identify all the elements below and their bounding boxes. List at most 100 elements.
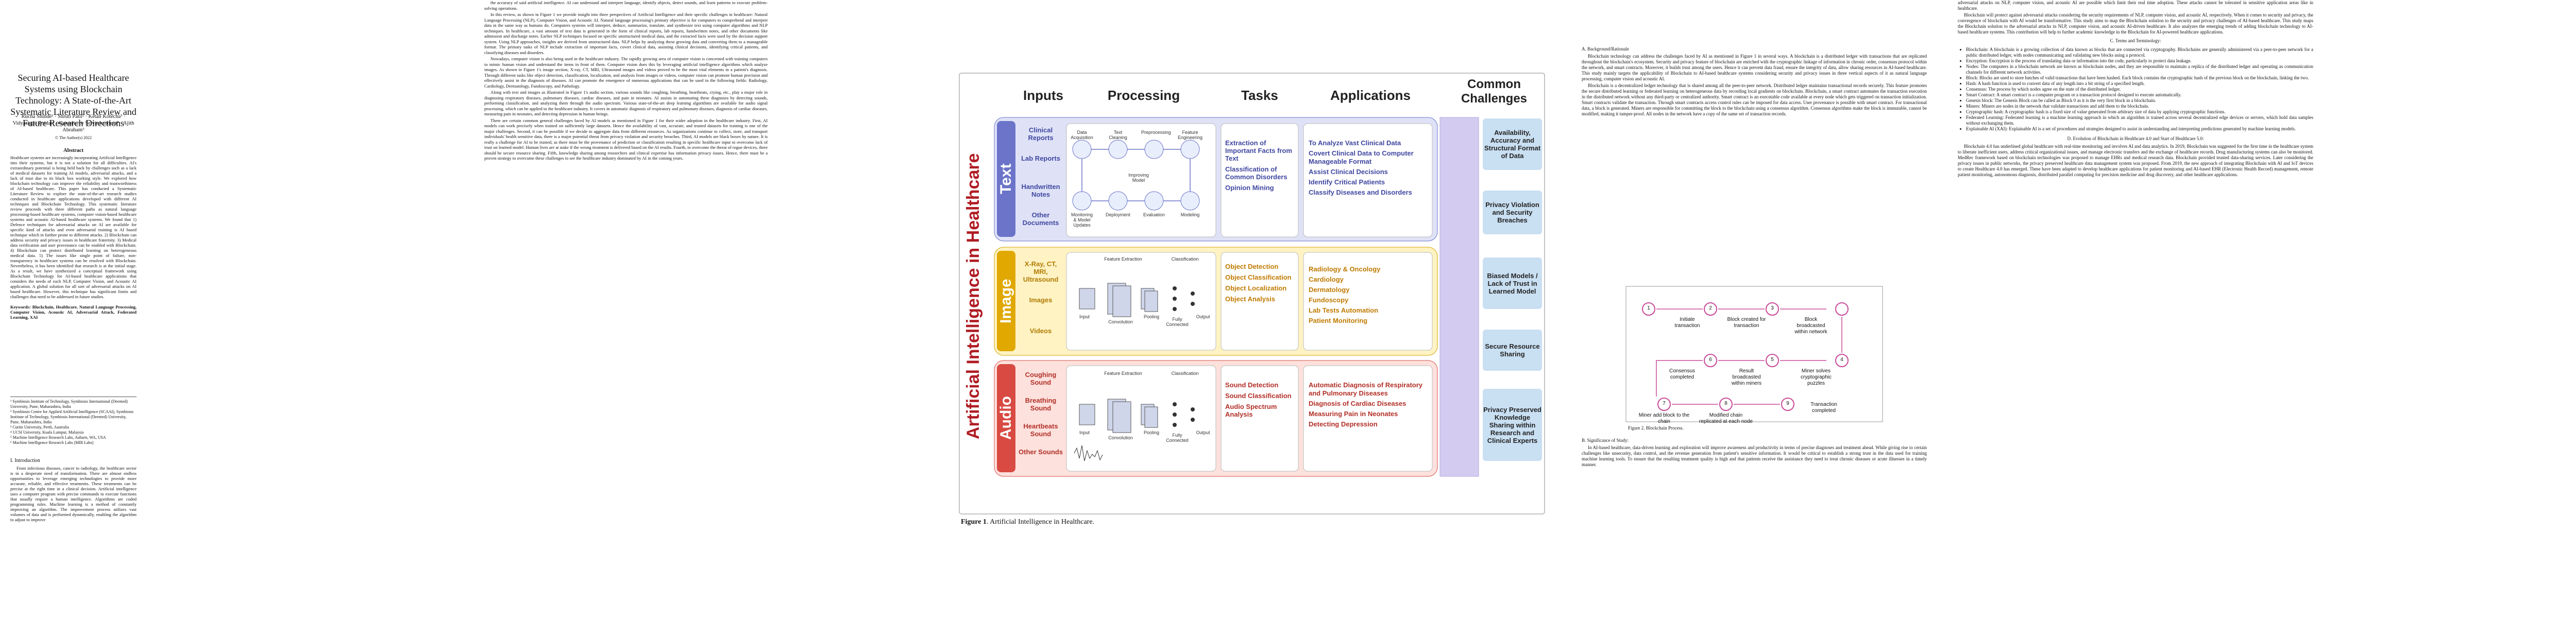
task-item: Object Detection [1225,263,1279,270]
task-item: Object Classification [1225,273,1292,281]
task-item: Sound Detection [1225,381,1279,389]
input-lab-reports: Lab Reports [1021,154,1060,162]
proc-label: Text Cleaning [1109,130,1127,140]
row-tag-image: Image [997,279,1014,323]
proc-label: Pooling [1143,314,1160,319]
task-item: Extraction of Important Facts from Text [1225,139,1293,162]
body-column-3: A. Background/Rationale Blockchain techn… [1582,46,1927,118]
introduction-section: I. Introduction From infectious diseases… [10,453,137,523]
subsection-b: B. Significance of Study: [1582,438,1629,443]
proc-label: Feature Extraction [1104,256,1142,262]
abstract-section: Abstract Healthcare systems are increasi… [10,144,137,320]
proc-label: Fully Connected [1166,317,1189,327]
copyright: © The Author(s) 2022 [55,135,92,140]
paragraph: adversarial attacks on NLP, computer vis… [1958,0,2313,11]
figure-2-caption: Figure 2. Blockchain Process. [1628,425,1684,431]
app-item: Covert Clinical Data to Computer Managea… [1309,149,1414,165]
proc-label: Improving Model [1128,173,1149,183]
body-column-4: adversarial attacks on NLP, computer vis… [1958,0,2313,179]
abstract-text: Healthcare systems are increasingly inco… [10,155,137,299]
challenge-bias: Biased Models / Lack of Trust in Learned… [1483,258,1542,309]
step-label: Modified chain replicated at each node [1699,413,1753,424]
proc-label: Feature Extraction [1104,371,1142,376]
footnotes: ¹ Symbiosis Institute of Technology, Sym… [10,397,137,445]
terms-list: Blockchain: A blockchain is a growing co… [1958,47,2313,132]
app-list-audio: Automatic Diagnosis of Respiratory and P… [1309,381,1430,428]
app-item: Automatic Diagnosis of Respiratory and P… [1309,381,1423,397]
task-list-text: Extraction of Important Facts from Text … [1225,139,1297,192]
subsection-d: D. Evolution of Blockchain in Healthcare… [2067,136,2204,141]
proc-label: Modeling [1180,212,1200,217]
app-item: Cardiology [1309,276,1344,283]
task-item: Audio Spectrum Analysis [1225,403,1277,418]
app-list-text: To Analyze Vast Clinical Data Covert Cli… [1309,139,1430,197]
task-item: Opinion Mining [1225,184,1274,192]
proc-label: Input [1079,314,1090,319]
paper-page-2: the accuracy of said artificial intellig… [479,0,2576,618]
footnote: ² Symbiosis Centre for Applied Artificia… [10,409,134,424]
caption-text: . Artificial Intelligence in Healthcare. [986,518,1095,526]
authors: Rucha Shinde¹ · Shruti Patil² · Ketan Ko… [12,114,134,133]
intro-heading: I. Introduction [10,458,40,464]
step-label: Transaction completed [1810,402,1837,414]
challenge-resource: Secure Resource Sharing [1483,330,1542,371]
proc-label: Classification [1171,371,1199,376]
step-num: 4 [1840,357,1843,363]
term-item: Genesis block: The Genesis Block can be … [1966,98,2313,104]
paragraph: the accuracy of said artificial intellig… [484,0,768,11]
abstract-heading: Abstract [63,148,84,153]
row-tag-audio: Audio [997,396,1014,440]
proc-label: Deployment [1105,212,1131,217]
step-label: Block created for transaction [1727,317,1766,329]
step-label: Initiate transaction [1674,317,1700,329]
term-item: Encryption: Encryption is the process of… [1966,58,2313,64]
term-item: Blockchain: A blockchain is a growing co… [1966,47,2313,58]
proc-label: Classification [1171,256,1199,262]
input-heartbeats-sound: Heartbeats Sound [1023,422,1058,438]
challenge-privacy: Privacy Violation and Security Breaches [1483,191,1542,234]
input-breathing-sound: Breathing Sound [1025,397,1057,412]
app-item: Lab Tests Automation [1309,306,1379,314]
app-item: Measuring Pain in Neonates [1309,410,1398,418]
step-num: 7 [1663,401,1666,406]
task-item: Object Localization [1225,284,1287,292]
challenge-data: Availability, Accuracy and Structural Fo… [1483,118,1542,170]
app-item: Classify Diseases and Disorders [1309,188,1412,196]
subsection-c: C. Terms and Terminology: [2110,38,2161,43]
row-tag-text: Text [997,163,1014,195]
input-other-sounds: Other Sounds [1019,448,1063,456]
proc-label: Output [1196,314,1210,319]
app-item: Fundoscopy [1309,296,1349,304]
paragraph: In AI-based healthcare, data-driven lear… [1582,445,1927,467]
paragraph: There are certain common general challen… [484,117,768,161]
caption-label: Figure 1 [961,518,987,526]
task-list-audio: Sound Detection Sound Classification Aud… [1225,381,1297,418]
input-videos: Videos [1029,327,1052,335]
input-coughing-sound: Coughing Sound [1025,371,1057,386]
term-item: Miners: Miners are nodes in the network … [1966,104,2313,109]
header-applications: Applications [1330,88,1411,103]
term-item: Federated Learning: Federated learning i… [1966,115,2313,126]
author-list: Rucha Shinde¹ · Shruti Patil² · Ketan Ko… [10,113,137,141]
proc-label: Feature Engineering [1177,130,1203,140]
app-item: Radiology & Oncology [1309,265,1381,273]
step-label: Miner add block to the chain [1638,413,1690,424]
term-item: Consensus: The process by which nodes ag… [1966,87,2313,92]
task-item: Sound Classification [1225,392,1292,400]
app-list-image: Radiology & Oncology Cardiology Dermatol… [1309,265,1430,325]
paper-title: Securing AI-based Healthcare Systems usi… [10,73,137,128]
input-other-documents: Other Documents [1022,211,1059,227]
app-item: To Analyze Vast Clinical Data [1309,139,1401,147]
challenge-knowledge: Privacy Preserved Knowledge Sharing with… [1483,389,1542,461]
app-item: Detecting Depression [1309,420,1378,428]
intro-text: From infectious diseases, cancer to radi… [10,466,137,522]
step-num: 1 [1647,305,1650,311]
paragraph: Blockchain 4.0 has underlined global hea… [1958,144,2313,177]
proc-label: Preprocessing [1141,130,1171,135]
paragraph: Blockchain technology can address the ch… [1582,54,1927,81]
app-item: Dermatology [1309,286,1350,294]
step-label: Miner solves cryptographic puzzles [1800,368,1832,386]
input-clinical-reports: Clinical Reports [1028,126,1054,142]
step-num: 6 [1709,357,1712,363]
figure-2-blockchain-process: 1 2 3 4 5 6 7 8 9 Initiate transaction B… [1625,286,1883,424]
